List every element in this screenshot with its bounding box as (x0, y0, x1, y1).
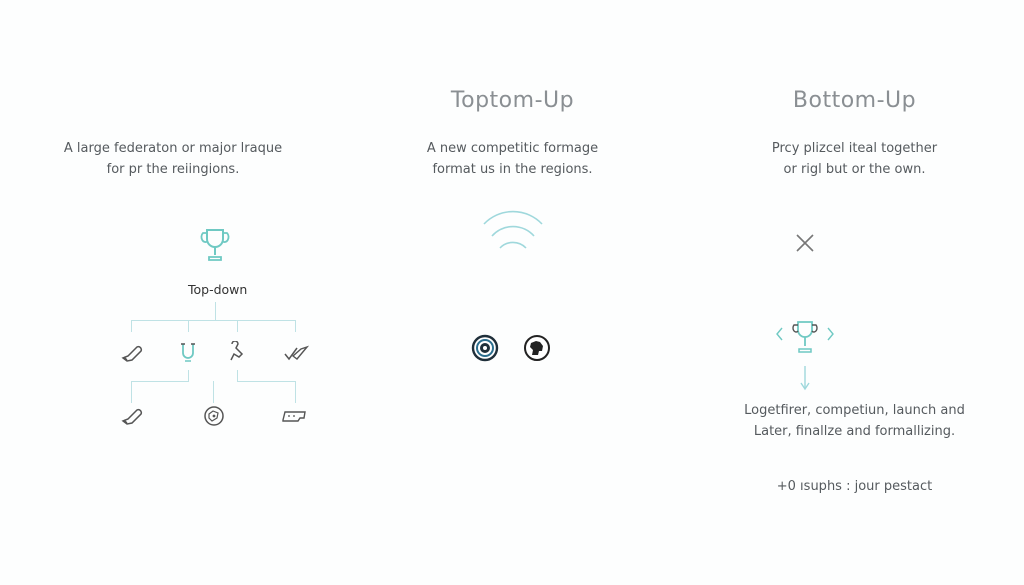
tree-drop-line-3 (237, 320, 238, 332)
tree-drop-line-2 (188, 320, 189, 332)
toptom-up-description-line-1: A new competitic formage (426, 141, 599, 156)
bottom-up-summary: Logetfirer, competiun, launch and Later,… (685, 400, 1024, 442)
emblem-badge-icon (471, 334, 499, 362)
trophy-icon-right (776, 321, 834, 353)
tree-lower-stub-right-b (295, 381, 296, 403)
tree-trunk-line (215, 302, 216, 320)
bottom-up-column: Bottom-Up Prcy plizcel iteal together or… (685, 0, 1024, 585)
toptom-up-description: A new competitic formage format us in th… (340, 138, 685, 180)
tree-lower-branch-right (237, 381, 295, 382)
trophy-icon (200, 229, 230, 261)
wrench-icon (121, 345, 143, 362)
tree-branch-line (131, 320, 296, 321)
bottom-up-heading: Bottom-Up (792, 88, 917, 113)
bottom-up-summary-line-1: Logetfirer, competiun, launch and (744, 403, 965, 418)
tree-lower-branch-left (131, 381, 189, 382)
top-down-column: A large federaton or major lraque for pr… (0, 0, 340, 585)
bottom-up-footnote: +0 ısuphs : jour pestact (776, 479, 933, 494)
toptom-up-column: Toptom-Up A new competitic formage forma… (340, 0, 685, 585)
magnet-icon (181, 343, 195, 362)
tree-drop-line-4 (295, 320, 296, 332)
toptom-up-heading: Toptom-Up (450, 88, 575, 113)
close-icon (796, 234, 814, 252)
bottom-up-description: Prcy plizcel iteal together or rigl but … (685, 138, 1024, 180)
horse-head-icon (524, 335, 550, 361)
ticket-icon (282, 411, 306, 422)
toptom-up-description-line-2: format us in the regions. (432, 162, 593, 177)
arrow-down-icon (800, 366, 810, 391)
hanger-icon (230, 341, 244, 361)
tree-lower-stub-right-a (237, 370, 238, 382)
top-down-node-label: Top-down (188, 282, 248, 297)
tree-lower-stub-left-a (131, 381, 132, 403)
bottom-up-summary-line-2: Later, finallze and formallizing. (753, 424, 956, 439)
bottom-up-description-line-1: Prcy plizcel iteal together (771, 141, 938, 156)
globe-badge-icon (204, 406, 224, 426)
check-flag-icon (284, 345, 309, 361)
top-down-description-line-2: for pr the reiingions. (106, 162, 240, 177)
bottom-up-description-line-2: or rigl but or the own. (783, 162, 926, 177)
broadcast-waves-icon (483, 210, 543, 249)
top-down-description-line-1: A large federaton or major lraque (63, 141, 283, 156)
top-down-description: A large federaton or major lraque for pr… (6, 138, 340, 180)
tree-lower-stub-center (213, 381, 214, 403)
wrench-icon-2 (121, 408, 143, 425)
tree-lower-stub-left-b (188, 370, 189, 382)
tree-drop-line-1 (131, 320, 132, 332)
